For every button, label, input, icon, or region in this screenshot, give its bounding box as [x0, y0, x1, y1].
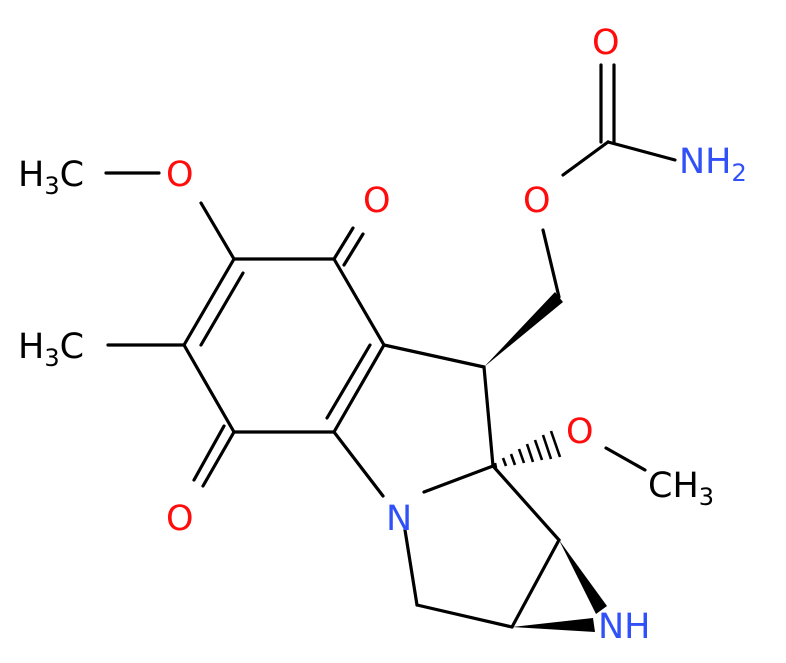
bond-o-methoxy-right-ch3: [604, 446, 647, 472]
bond-c2-c3: [332, 257, 386, 347]
atom-o-carbamate-carbonyl: O: [592, 23, 620, 63]
atom-o-quinone-top: O: [363, 181, 391, 221]
wedge-c2a-nh: [559, 540, 607, 614]
atom-o-methoxy-left: O: [166, 155, 194, 195]
wedge-c9-ch2: [484, 292, 563, 367]
bond-ch2-o-ester: [541, 228, 561, 299]
bond-c3-c9: [382, 343, 486, 369]
bond-c2a-c1a: [510, 538, 561, 629]
bond-ch2-c1a: [415, 603, 514, 629]
bond-c2-o-top-a: [332, 226, 355, 261]
atom-h3c-methoxy: H3C: [18, 155, 84, 200]
bond-c9a-c2a: [491, 464, 561, 542]
bond-o-ester-c: [561, 140, 610, 177]
bond-c3-c4: [332, 343, 386, 434]
bond-c1-o-methoxy: [199, 201, 236, 261]
atom-h3c-methyl: H3C: [18, 327, 84, 372]
atom-nh-aziridine: NH: [598, 607, 651, 647]
atom-n-ring: N: [386, 499, 412, 539]
atom-o-methoxy-right: O: [566, 412, 594, 452]
bond-c5-c6: [182, 343, 236, 434]
hashed-bond-c9a-o: [493, 430, 562, 469]
atom-ch3-methoxy: CH3: [648, 466, 714, 511]
bonds: [104, 63, 677, 629]
bond-n-ch2: [403, 528, 419, 607]
atom-o-quinone-bottom: O: [166, 499, 194, 539]
atom-nh2: NH2: [679, 142, 747, 187]
bond-c2-o-top-b: [342, 232, 365, 267]
bond-c3-c4-inner: [325, 343, 372, 420]
bond-c1-c6-inner: [199, 271, 245, 347]
bond-c1-c6: [182, 257, 236, 347]
bond-c5-o-bottom-b: [192, 424, 226, 482]
bond-c9-c9a: [482, 365, 495, 468]
atom-o-ester: O: [523, 181, 551, 221]
bond-c4-n: [332, 430, 385, 498]
bond-c5-o-bottom-a: [201, 430, 236, 488]
bond-c-nh2: [606, 140, 677, 162]
bond-n-c9a: [422, 464, 495, 494]
wedge-c1a-nh: [512, 618, 595, 632]
